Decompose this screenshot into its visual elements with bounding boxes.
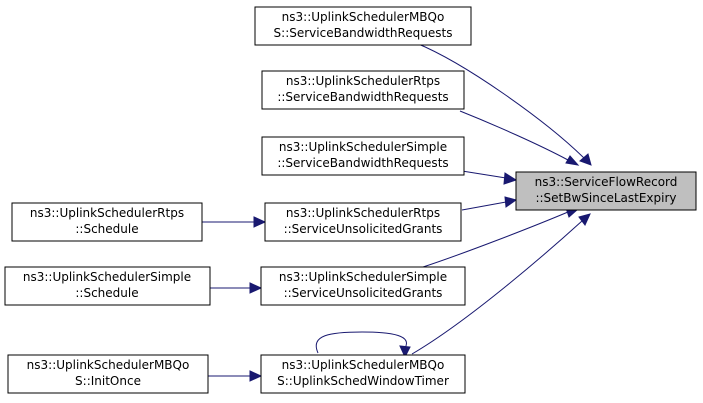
node-simple-service-bandwidth-requests[interactable]: ns3::UplinkSchedulerSimple ::ServiceBand… bbox=[261, 136, 465, 176]
svg-text:::ServiceUnsolicitedGrants: ::ServiceUnsolicitedGrants bbox=[284, 286, 443, 300]
edge-rtps-sug-to-target bbox=[461, 196, 518, 211]
svg-text:ns3::UplinkSchedulerRtps: ns3::UplinkSchedulerRtps bbox=[286, 74, 440, 88]
svg-text:ns3::ServiceFlowRecord: ns3::ServiceFlowRecord bbox=[535, 175, 678, 189]
svg-text:::ServiceUnsolicitedGrants: ::ServiceUnsolicitedGrants bbox=[284, 222, 443, 236]
svg-text:ns3::UplinkSchedulerSimple: ns3::UplinkSchedulerSimple bbox=[279, 140, 447, 154]
svg-text:ns3::UplinkSchedulerSimple: ns3::UplinkSchedulerSimple bbox=[23, 270, 191, 284]
node-rtps-service-unsolicited-grants[interactable]: ns3::UplinkSchedulerRtps ::ServiceUnsoli… bbox=[264, 202, 462, 242]
edge-rtps-sbr-to-target bbox=[459, 110, 580, 166]
edge-mbqos-sbr-to-target bbox=[415, 42, 592, 166]
edge-simple-schedule-to-simple-sug bbox=[210, 282, 263, 294]
node-rtps-schedule[interactable]: ns3::UplinkSchedulerRtps ::Schedule bbox=[11, 202, 203, 242]
svg-text:::ServiceBandwidthRequests: ::ServiceBandwidthRequests bbox=[277, 90, 448, 104]
node-simple-schedule[interactable]: ns3::UplinkSchedulerSimple ::Schedule bbox=[4, 266, 211, 306]
svg-text:ns3::UplinkSchedulerMBQo: ns3::UplinkSchedulerMBQo bbox=[27, 358, 190, 372]
node-target[interactable]: ns3::ServiceFlowRecord ::SetBwSinceLastE… bbox=[515, 171, 697, 211]
svg-text:ns3::UplinkSchedulerRtps: ns3::UplinkSchedulerRtps bbox=[30, 206, 184, 220]
svg-text:ns3::UplinkSchedulerMBQo: ns3::UplinkSchedulerMBQo bbox=[282, 358, 445, 372]
edge-timer-self-loop bbox=[315, 331, 411, 359]
svg-text:::Schedule: ::Schedule bbox=[75, 222, 138, 236]
node-mbqos-init-once[interactable]: ns3::UplinkSchedulerMBQo S::InitOnce bbox=[7, 354, 209, 394]
svg-text:S::InitOnce: S::InitOnce bbox=[75, 374, 141, 388]
svg-text:S::ServiceBandwidthRequests: S::ServiceBandwidthRequests bbox=[274, 26, 453, 40]
edge-rtps-schedule-to-rtps-sug bbox=[202, 216, 267, 228]
svg-text:::SetBwSinceLastExpiry: ::SetBwSinceLastExpiry bbox=[535, 191, 676, 205]
node-mbqos-service-bandwidth-requests[interactable]: ns3::UplinkSchedulerMBQo S::ServiceBandw… bbox=[254, 6, 472, 46]
svg-text:ns3::UplinkSchedulerRtps: ns3::UplinkSchedulerRtps bbox=[286, 206, 440, 220]
edge-simple-sbr-to-target bbox=[461, 170, 518, 185]
edge-timer-to-target bbox=[411, 213, 591, 355]
svg-text:S::UplinkSchedWindowTimer: S::UplinkSchedWindowTimer bbox=[277, 374, 449, 388]
svg-text:::ServiceBandwidthRequests: ::ServiceBandwidthRequests bbox=[277, 156, 448, 170]
svg-text:ns3::UplinkSchedulerSimple: ns3::UplinkSchedulerSimple bbox=[279, 270, 447, 284]
node-mbqos-uplink-sched-window-timer[interactable]: ns3::UplinkSchedulerMBQo S::UplinkSchedW… bbox=[260, 354, 466, 394]
edge-initonce-to-timer bbox=[208, 370, 263, 382]
svg-text:::Schedule: ::Schedule bbox=[75, 286, 138, 300]
node-simple-service-unsolicited-grants[interactable]: ns3::UplinkSchedulerSimple ::ServiceUnso… bbox=[260, 266, 466, 306]
svg-text:ns3::UplinkSchedulerMBQo: ns3::UplinkSchedulerMBQo bbox=[282, 10, 445, 24]
node-rtps-service-bandwidth-requests[interactable]: ns3::UplinkSchedulerRtps ::ServiceBandwi… bbox=[261, 70, 465, 110]
